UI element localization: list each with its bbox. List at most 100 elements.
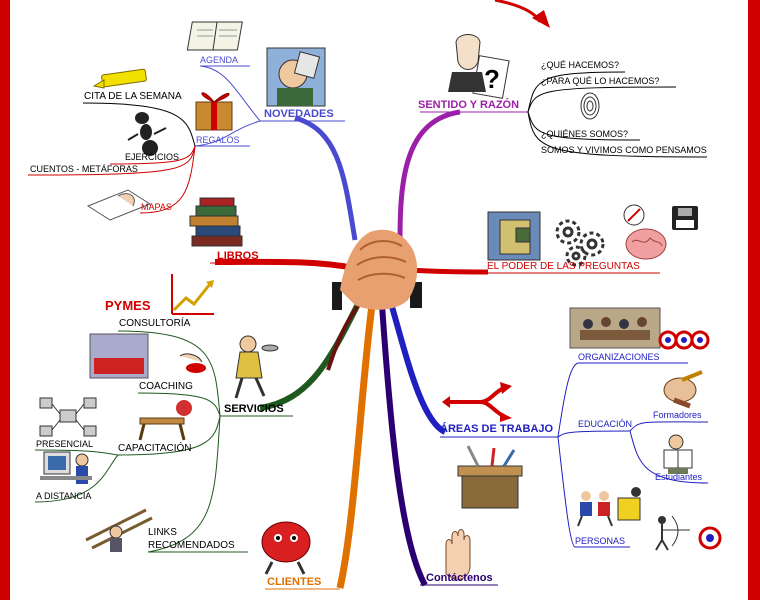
branch-poder — [409, 267, 489, 275]
somos-vivimos-label[interactable]: SOMOS Y VIVIMOS COMO PENSAMOS — [541, 145, 707, 155]
target-icon — [658, 330, 710, 350]
branch-contactenos — [379, 304, 428, 587]
novedades-label[interactable]: NOVEDADES — [264, 108, 334, 120]
links-label[interactable]: LINKS — [148, 527, 177, 538]
formadores-label[interactable]: Formadores — [653, 410, 702, 420]
line-formadores — [629, 421, 709, 432]
a-distancia-label[interactable]: A DISTANCIA — [36, 491, 92, 501]
areas-trabajo-label[interactable]: ÁREAS DE TRABAJO — [440, 423, 554, 435]
contactenos-label[interactable]: Contáctenos — [426, 572, 493, 584]
growth-chart-icon — [171, 274, 214, 315]
puzzle-head-icon — [487, 211, 541, 261]
line-agenda — [199, 65, 261, 122]
line-paraque — [527, 86, 677, 113]
line-consultoria — [117, 330, 221, 417]
recomendados-label[interactable]: RECOMENDADOS — [148, 540, 235, 551]
educacion-label[interactable]: EDUCACIÓN — [578, 419, 633, 429]
pencil-icon — [663, 370, 703, 409]
que-hacemos-label[interactable]: ¿QUÉ HACEMOS? — [541, 60, 620, 70]
mindmap-branches: ? — [27, 0, 722, 590]
organizaciones-label[interactable]: ORGANIZACIONES — [578, 352, 660, 362]
curved-arrow-icon — [494, 0, 550, 28]
branch-libros — [214, 258, 356, 271]
right-red-border — [748, 0, 760, 600]
line-cuentos — [27, 145, 196, 176]
regalos-label[interactable]: REGALOS — [196, 135, 240, 145]
clientes-label[interactable]: CLIENTES — [267, 576, 322, 588]
ejercicios-label[interactable]: EJERCICIOS — [125, 152, 180, 162]
servicios-label[interactable]: SERVICIOS — [224, 403, 284, 415]
line-educacion — [557, 430, 631, 438]
mindmap-canvas: ? — [10, 0, 748, 600]
meeting-room-icon — [569, 307, 661, 349]
line-organizaciones — [557, 362, 688, 438]
poder-preguntas-label[interactable]: EL PODER DE LAS PREGUNTAS — [487, 261, 640, 272]
branch-dark-red — [326, 298, 364, 371]
runners-icon — [577, 491, 613, 527]
highlighter-icon — [92, 68, 147, 89]
waiter-icon — [234, 335, 279, 399]
pymes-label[interactable]: PYMES — [105, 298, 151, 313]
agenda-book-icon — [186, 21, 243, 51]
network-icon — [39, 397, 97, 437]
boxing-glove-icon — [261, 521, 311, 575]
branch-novedades — [294, 115, 358, 241]
line-cita — [82, 102, 196, 147]
books-icon — [189, 197, 243, 247]
thinker-icon: ? — [448, 34, 510, 99]
mapas-label[interactable]: MAPAS — [141, 202, 172, 212]
line-ejercicios — [109, 145, 196, 165]
line-presencial — [34, 449, 119, 456]
reading-man-icon — [663, 434, 693, 474]
fingerprint-icon — [580, 92, 600, 120]
stop-hand-icon — [445, 529, 471, 581]
line-somos — [527, 111, 708, 158]
line-mapas — [139, 145, 196, 214]
computer-user-icon — [40, 451, 92, 484]
line-que — [527, 71, 626, 113]
ladder-man-icon — [85, 508, 153, 552]
line-estudiantes — [629, 430, 709, 484]
branch-sentido — [397, 109, 461, 241]
archer-icon — [655, 515, 722, 551]
ladder-icon — [617, 487, 641, 521]
line-capacitacion — [117, 415, 221, 456]
split-arrow-icon — [442, 382, 512, 422]
brain-icon — [625, 228, 667, 260]
presencial-label[interactable]: PRESENCIAL — [36, 439, 94, 449]
line-coaching — [137, 392, 221, 417]
cita-semana-label[interactable]: CITA DE LA SEMANA — [84, 91, 182, 102]
branch-areas — [387, 299, 447, 435]
quienes-somos-label[interactable]: ¿QUIÉNES SOMOS? — [541, 129, 629, 139]
branch-servicios — [259, 298, 363, 411]
svg-text:?: ? — [484, 64, 500, 94]
line-links — [147, 415, 248, 553]
gears-icon — [555, 219, 605, 267]
consultoria-label[interactable]: CONSULTORÍA — [119, 318, 191, 329]
branch-clientes — [336, 304, 376, 589]
gift-icon — [195, 92, 233, 131]
agenda-label[interactable]: AGENDA — [200, 55, 239, 65]
handshake-icon — [332, 229, 422, 310]
workbench-icon — [138, 400, 192, 441]
personas-label[interactable]: PERSONAS — [575, 536, 626, 546]
coaching-label[interactable]: COACHING — [139, 381, 193, 392]
line-personas — [557, 436, 630, 548]
sentido-razon-label[interactable]: SENTIDO Y RAZÓN — [418, 99, 520, 111]
line-regalos — [194, 120, 261, 147]
left-red-border — [0, 0, 10, 600]
toolbox-icon — [457, 445, 523, 509]
button-hand-icon — [89, 333, 206, 379]
newspaper-man-icon — [266, 47, 326, 107]
capacitacion-label[interactable]: CAPACITACIÓN — [118, 443, 192, 454]
compass-icon — [623, 204, 645, 226]
cuentos-metaforas-label[interactable]: CUENTOS - METÁFORAS — [30, 164, 138, 174]
hand-writing-icon — [86, 189, 152, 221]
line-quienes — [527, 111, 641, 141]
para-que-label[interactable]: ¿PARA QUÉ LO HACEMOS? — [541, 76, 660, 86]
line-adistancia — [34, 454, 119, 503]
libros-label[interactable]: LIBROS — [217, 250, 259, 262]
ant-icon — [127, 112, 167, 156]
estudiantes-label[interactable]: Estudiantes — [655, 472, 703, 482]
